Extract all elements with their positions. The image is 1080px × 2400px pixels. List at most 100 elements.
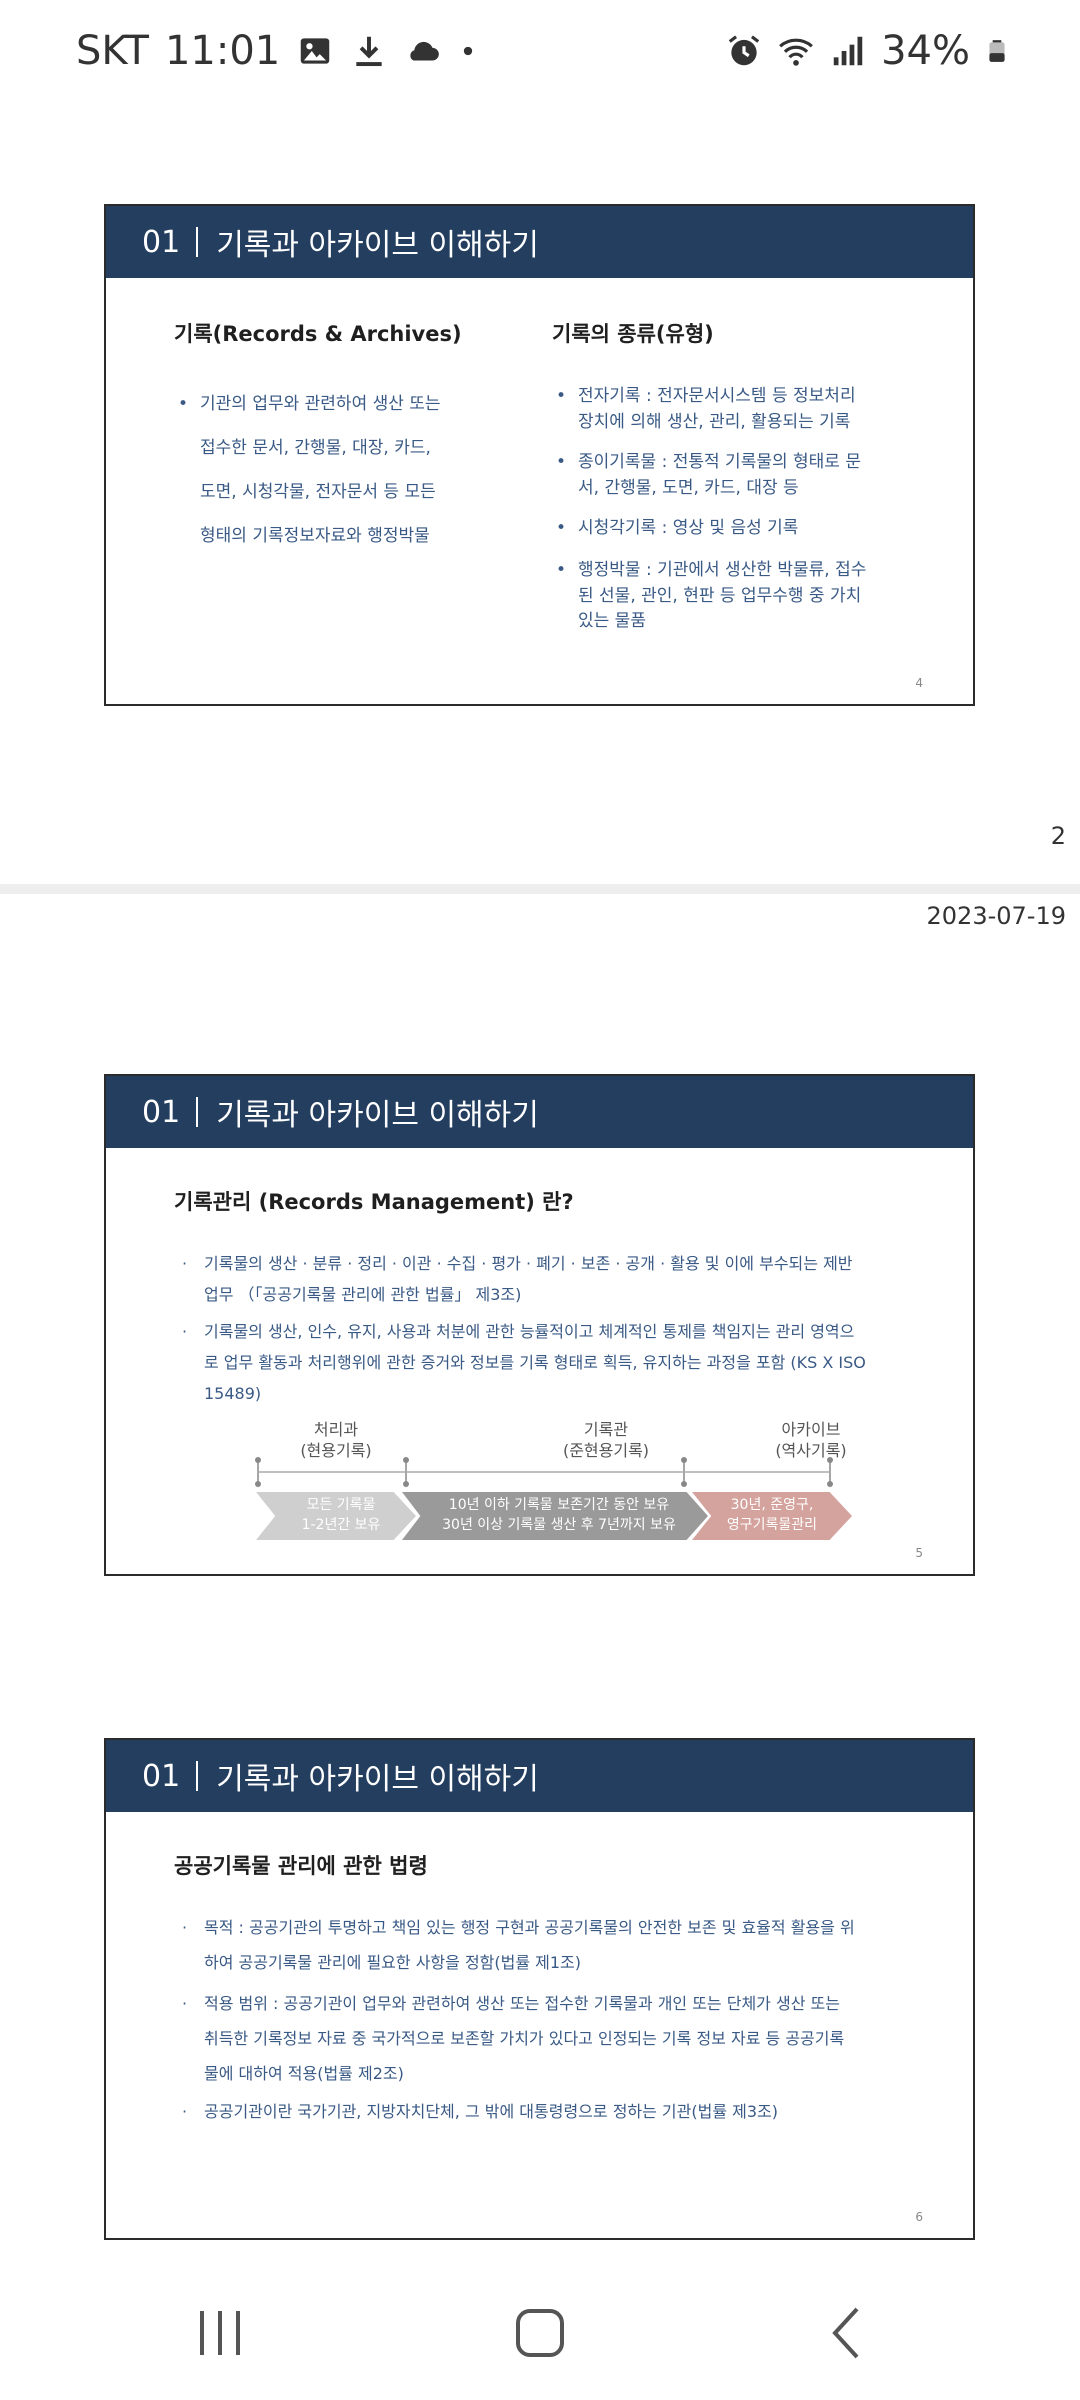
bullet-dot-icon: • xyxy=(556,518,567,538)
stage-label-line: 기록관 xyxy=(583,1420,629,1439)
bullet-line: 장치에 의해 생산, 관리, 활용되는 기록 xyxy=(578,411,851,432)
bullet-line: 로 업무 활동과 처리행위에 관한 증거와 정보를 기록 형태로 획득, 유지하… xyxy=(204,1353,866,1372)
bullet-dot-icon: · xyxy=(182,1322,188,1341)
bullet-line: 서, 간행물, 도면, 카드, 대장 등 xyxy=(578,477,799,498)
image-icon xyxy=(300,38,330,64)
stage-label-line: (역사기록) xyxy=(775,1440,847,1460)
page-date: 2023-07-19 xyxy=(926,902,1066,930)
bullet-line: 하여 공공기록물 관리에 필요한 사항을 정함(법률 제1조) xyxy=(204,1953,582,1972)
slide-heading: 기록관리 (Records Management) 란? xyxy=(174,1190,574,1214)
slide-page-number: 5 xyxy=(915,1546,923,1560)
slide-5: 01 기록과 아카이브 이해하기 기록관리 (Records Managemen… xyxy=(104,1074,975,1576)
page-divider xyxy=(0,884,1080,894)
chevron-archive: 30년, 준영구, 영구기록물관리 xyxy=(692,1492,852,1540)
chevron-line: 모든 기록물 xyxy=(306,1497,376,1514)
stage-label-line: (준현용기록) xyxy=(562,1440,650,1460)
bullet-line: 기관의 업무와 관련하여 생산 또는 xyxy=(200,394,441,414)
slide-page-number: 6 xyxy=(915,2210,923,2224)
bullet-line: 된 선물, 관인, 현판 등 업무수행 중 가치 xyxy=(578,585,862,606)
bullet-line: 도면, 시청각물, 전자문서 등 모든 xyxy=(200,482,436,502)
recent-apps-icon xyxy=(200,2311,240,2355)
chevron-line: 영구기록물관리 xyxy=(726,1517,818,1533)
header-divider xyxy=(196,227,199,257)
bullet-dot-icon: • xyxy=(178,394,189,414)
slide-title: 기록과 아카이브 이해하기 xyxy=(216,1762,539,1797)
bullet-line: 기록물의 생산 · 분류 · 정리 · 이관 · 수집 · 평가 · 폐기 · … xyxy=(204,1254,853,1273)
body-bullet: · 적용 범위 : 공공기관이 업무와 관련하여 생산 또는 접수한 기록물과 … xyxy=(182,1986,845,2091)
header-divider xyxy=(196,1761,199,1791)
home-button[interactable] xyxy=(500,2298,580,2368)
stage-label-line: 아카이브 xyxy=(781,1420,841,1439)
chevron-line: 30년, 준영구, xyxy=(730,1497,814,1514)
slide-heading: 공공기록물 관리에 관한 법령 xyxy=(174,1854,428,1878)
stage-label-processing: 처리과 (현용기록) xyxy=(276,1420,396,1462)
body-bullet: · 목적 : 공공기관의 투명하고 책임 있는 행정 구현과 공공기록물의 안전… xyxy=(182,1910,855,1980)
slide-6: 01 기록과 아카이브 이해하기 공공기록물 관리에 관한 법령 · 목적 : … xyxy=(104,1738,975,2240)
body-bullet: · 기록물의 생산, 인수, 유지, 사용과 처분에 관한 능률적이고 체계적인… xyxy=(182,1316,866,1409)
bullet-line: 접수한 문서, 간행물, 대장, 카드, xyxy=(200,438,431,458)
slide-4: 01 기록과 아카이브 이해하기 기록(Records & Archives) … xyxy=(104,204,975,706)
slide-header: 01 기록과 아카이브 이해하기 xyxy=(106,1740,973,1812)
bullet-line: 시청각기록 : 영상 및 음성 기록 xyxy=(578,518,799,538)
chevron-line: 30년 이상 기록물 생산 후 7년까지 보유 xyxy=(442,1517,676,1533)
right-bullet: • 전자기록 : 전자문서시스템 등 정보처리 장치에 의해 생산, 관리, 활… xyxy=(556,384,856,435)
bullet-dot-icon: · xyxy=(182,1254,188,1273)
battery-label: 34% xyxy=(881,28,970,74)
bullet-line: 형태의 기록정보자료와 행정박물 xyxy=(200,526,430,546)
recent-apps-button[interactable] xyxy=(180,2298,260,2368)
bullet-dot-icon: · xyxy=(182,1994,188,2013)
body-bullet: · 공공기관이란 국가기관, 지방자치단체, 그 밖에 대통령령으로 정하는 기… xyxy=(182,2094,779,2129)
body-bullet: · 기록물의 생산 · 분류 · 정리 · 이관 · 수집 · 평가 · 폐기 … xyxy=(182,1248,853,1310)
chevron-line: 10년 이하 기록물 보존기간 동안 보유 xyxy=(448,1497,670,1514)
navigation-bar xyxy=(0,2268,1080,2400)
section-number: 01 xyxy=(142,1094,181,1130)
bullet-line: 종이기록물 : 전통적 기록물의 형태로 문 xyxy=(578,452,861,472)
stage-label-archive: 아카이브 (역사기록) xyxy=(746,1420,876,1462)
slide-header: 01 기록과 아카이브 이해하기 xyxy=(106,206,973,278)
slide-header: 01 기록과 아카이브 이해하기 xyxy=(106,1076,973,1148)
bullet-line: 공공기관이란 국가기관, 지방자치단체, 그 밖에 대통령령으로 정하는 기관(… xyxy=(204,2102,779,2121)
back-button[interactable] xyxy=(806,2298,886,2368)
status-bar: SKT 11:01 34% xyxy=(0,0,1080,108)
right-bullet: • 종이기록물 : 전통적 기록물의 형태로 문 서, 간행물, 도면, 카드,… xyxy=(556,450,861,501)
bullet-line: 목적 : 공공기관의 투명하고 책임 있는 행정 구현과 공공기록물의 안전한 … xyxy=(204,1918,855,1937)
right-bullet: • 행정박물 : 기관에서 생산한 박물류, 접수 된 선물, 관인, 현판 등… xyxy=(556,558,867,635)
signal-icon xyxy=(833,36,863,66)
cloud-icon xyxy=(410,41,440,61)
left-bullet: • 기관의 업무와 관련하여 생산 또는 접수한 문서, 간행물, 대장, 카드… xyxy=(178,382,441,558)
right-column-title: 기록의 종류(유형) xyxy=(552,322,714,346)
bullet-dot-icon: • xyxy=(556,560,567,580)
right-bullet: • 시청각기록 : 영상 및 음성 기록 xyxy=(556,516,799,542)
bullet-line: 행정박물 : 기관에서 생산한 박물류, 접수 xyxy=(578,560,867,580)
bullet-dot-icon: • xyxy=(556,386,567,406)
carrier-label: SKT xyxy=(76,28,149,74)
bullet-line: 물에 대하여 적용(법률 제2조) xyxy=(204,2064,404,2083)
section-number: 01 xyxy=(142,224,181,260)
bullet-line: 전자기록 : 전자문서시스템 등 정보처리 xyxy=(578,386,856,406)
bullet-dot-icon: · xyxy=(182,1918,188,1937)
timeline-line xyxy=(255,1457,833,1487)
header-divider xyxy=(196,1097,199,1127)
section-number: 01 xyxy=(142,1758,181,1794)
chevron-line: 1-2년간 보유 xyxy=(301,1517,381,1533)
page-number: 2 xyxy=(1050,822,1066,850)
back-icon xyxy=(832,2307,859,2359)
home-icon xyxy=(516,2309,564,2357)
chevron-processing: 모든 기록물 1-2년간 보유 xyxy=(256,1492,416,1540)
download-icon xyxy=(356,36,382,67)
wifi-icon xyxy=(779,38,813,66)
chevron-records-center: 10년 이하 기록물 보존기간 동안 보유 30년 이상 기록물 생산 후 7년까… xyxy=(402,1492,708,1540)
stage-label-line: 처리과 xyxy=(313,1420,359,1439)
slide-title: 기록과 아카이브 이해하기 xyxy=(216,228,539,263)
bullet-line: 15489) xyxy=(204,1384,262,1403)
bullet-line: 있는 물품 xyxy=(578,611,646,631)
left-column-title: 기록(Records & Archives) xyxy=(174,322,462,346)
bullet-line: 취득한 기록정보 자료 중 국가적으로 보존할 가치가 있다고 인정되는 기록 … xyxy=(204,2029,845,2048)
battery-icon xyxy=(989,40,1005,62)
stage-label-records-center: 기록관 (준현용기록) xyxy=(536,1420,676,1462)
bullet-line: 적용 범위 : 공공기관이 업무와 관련하여 생산 또는 접수한 기록물과 개인… xyxy=(204,1994,840,2013)
slide-title: 기록과 아카이브 이해하기 xyxy=(216,1098,539,1133)
bullet-dot-icon: · xyxy=(182,2102,188,2121)
dot-icon xyxy=(464,46,473,56)
stage-label-line: (현용기록) xyxy=(300,1440,372,1460)
